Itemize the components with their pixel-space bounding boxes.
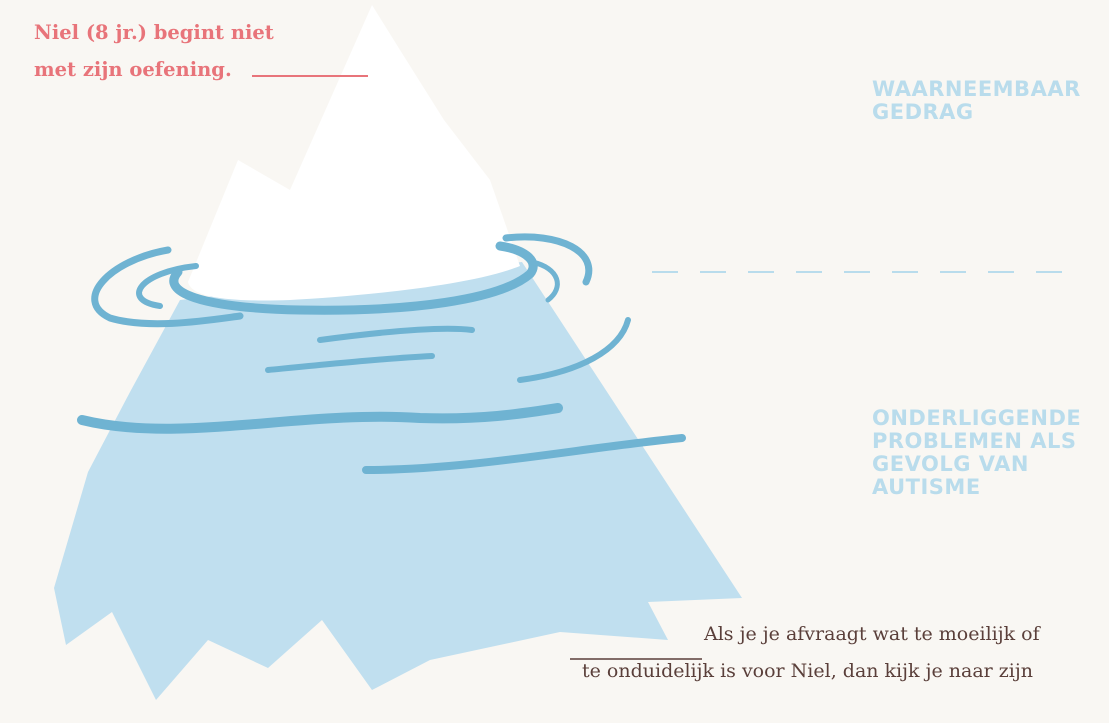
- label-below-line2: PROBLEMEN ALS: [872, 430, 1081, 453]
- callout-top-line2: met zijn oefening.: [34, 51, 274, 88]
- label-below-line4: AUTISME: [872, 476, 1081, 499]
- label-above-line1: WAARNEEMBAAR: [872, 78, 1081, 101]
- label-below-line3: GEVOLG VAN: [872, 453, 1081, 476]
- label-underlying-problems: ONDERLIGGENDE PROBLEMEN ALS GEVOLG VAN A…: [872, 407, 1081, 499]
- callout-observed-behavior: Niel (8 jr.) begint niet met zijn oefeni…: [34, 14, 274, 88]
- callout-bottom-line1: Als je je afvraagt wat te moeilijk of: [582, 616, 1109, 653]
- label-observable-behavior: WAARNEEMBAAR GEDRAG: [872, 78, 1081, 124]
- label-above-line2: GEDRAG: [872, 101, 1081, 124]
- callout-top-line1: Niel (8 jr.) begint niet: [34, 14, 274, 51]
- callout-bottom-line2: te onduidelijk is voor Niel, dan kijk je…: [582, 653, 1109, 690]
- callout-explanation: Als je je afvraagt wat te moeilijk of te…: [582, 616, 1109, 690]
- label-below-line1: ONDERLIGGENDE: [872, 407, 1081, 430]
